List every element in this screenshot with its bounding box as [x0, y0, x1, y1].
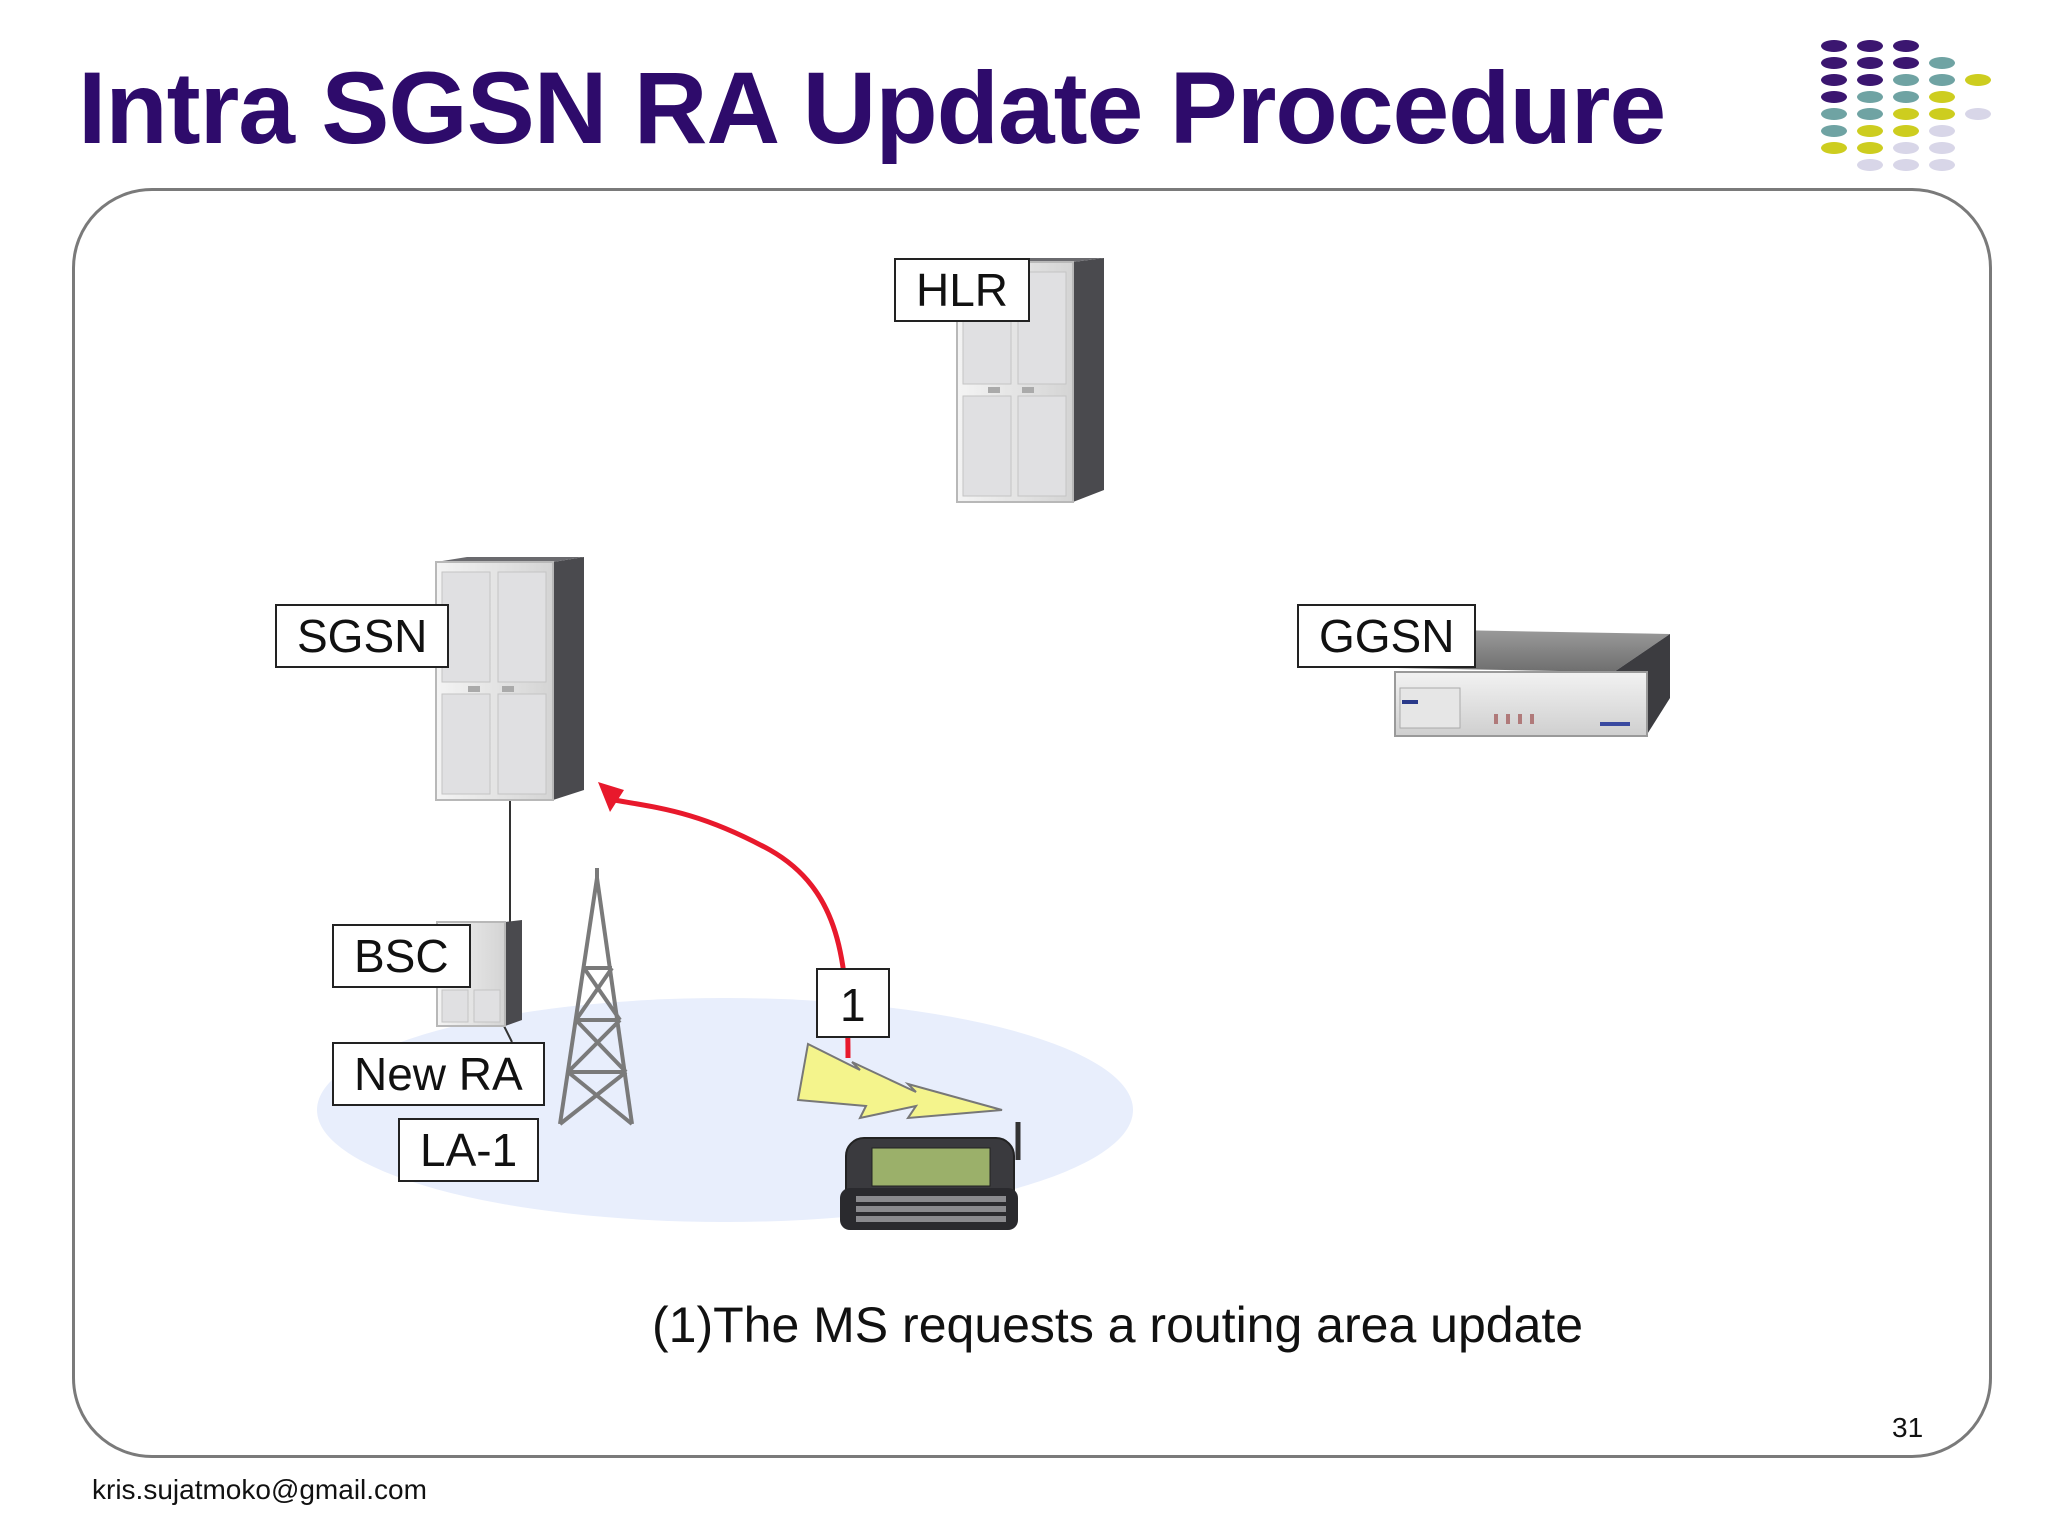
- decorative-dot: [1893, 74, 1919, 86]
- step-number-label: 1: [816, 968, 890, 1038]
- decorative-dot: [1929, 125, 1955, 137]
- sgsn-server-cabinet-icon: [435, 557, 584, 801]
- decorative-dot: [1893, 57, 1919, 69]
- new-ra-label: New RA: [332, 1042, 545, 1106]
- decorative-dot: [1857, 40, 1883, 52]
- hlr-label: HLR: [894, 258, 1031, 322]
- decorative-dot: [1821, 142, 1847, 154]
- decorative-dot: [1857, 142, 1883, 154]
- decorative-dot: [1929, 74, 1955, 86]
- sgsn-label: SGSN: [275, 604, 450, 668]
- decorative-dot: [1965, 74, 1991, 86]
- bsc-label: BSC: [332, 924, 471, 988]
- decorative-dot: [1821, 125, 1847, 137]
- antenna-tower-icon: [558, 868, 634, 1126]
- decorative-dot: [1893, 125, 1919, 137]
- step-caption: (1)The MS requests a routing area update: [652, 1297, 1584, 1353]
- decorative-dot: [1893, 40, 1919, 52]
- decorative-dot: [1893, 159, 1919, 171]
- footer-email: kris.sujatmoko@gmail.com: [92, 1474, 427, 1505]
- lightning-signal-icon: [796, 1042, 1003, 1120]
- decorative-dot: [1965, 108, 1991, 120]
- decorative-dot: [1857, 159, 1883, 171]
- decorative-dot: [1857, 108, 1883, 120]
- decorative-dot: [1857, 91, 1883, 103]
- slide-title: Intra SGSN RA Update Procedure: [78, 51, 1666, 165]
- decorative-dot-grid: [1821, 40, 1991, 171]
- decorative-dot: [1857, 125, 1883, 137]
- decorative-dot: [1821, 91, 1847, 103]
- la-label: LA-1: [398, 1118, 540, 1182]
- decorative-dot: [1821, 108, 1847, 120]
- arrow-head-icon: [598, 782, 624, 812]
- decorative-dot: [1821, 40, 1847, 52]
- decorative-dot: [1893, 91, 1919, 103]
- bsc-server-cabinet-icon: [436, 920, 522, 1027]
- decorative-dot: [1821, 74, 1847, 86]
- decorative-dot: [1929, 57, 1955, 69]
- decorative-dot: [1857, 74, 1883, 86]
- decorative-dot: [1929, 159, 1955, 171]
- decorative-dot: [1929, 108, 1955, 120]
- communicator-phone-icon: [840, 1122, 1021, 1230]
- decorative-dot: [1929, 142, 1955, 154]
- page-number: 31: [1892, 1412, 1924, 1443]
- ggsn-label: GGSN: [1297, 604, 1477, 668]
- decorative-dot: [1893, 142, 1919, 154]
- decorative-dot: [1929, 91, 1955, 103]
- decorative-dot: [1893, 108, 1919, 120]
- decorative-dot: [1821, 57, 1847, 69]
- decorative-dot: [1857, 57, 1883, 69]
